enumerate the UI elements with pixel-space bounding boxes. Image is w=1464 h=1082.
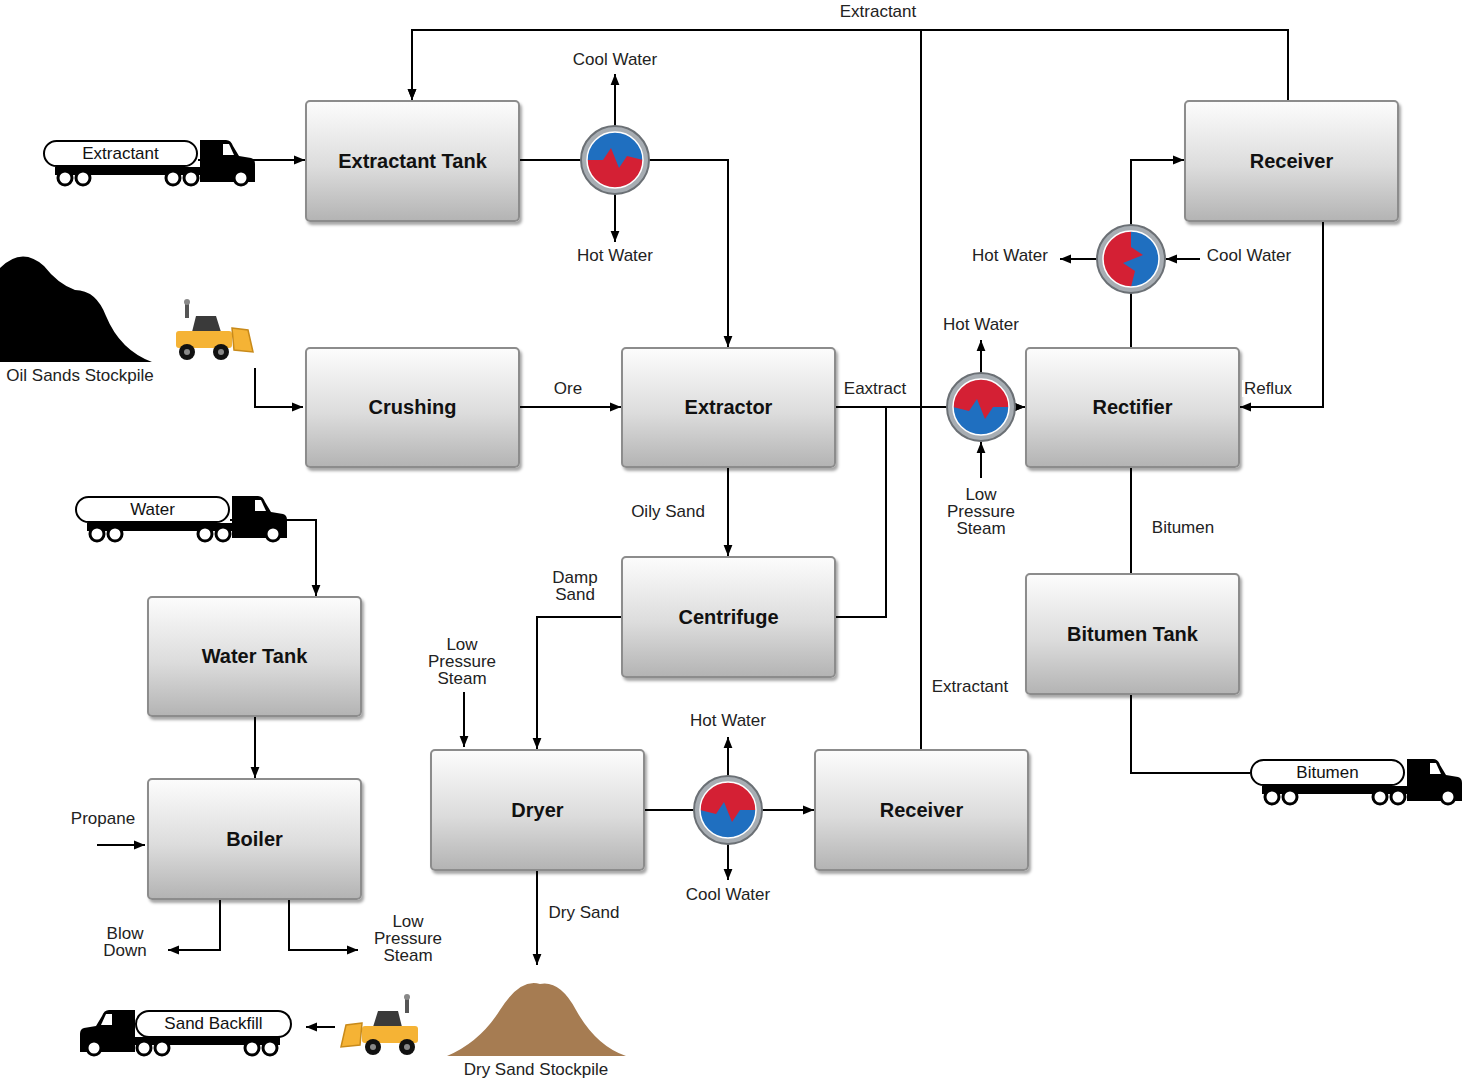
- node-text: Receiver: [880, 799, 963, 822]
- tanker-truck: [80, 1010, 280, 1055]
- process-box: Centrifuge: [621, 556, 836, 678]
- process-box: Rectifier: [1025, 347, 1240, 468]
- flow-label: Oily Sand: [629, 503, 707, 520]
- heat-exchanger: [1097, 225, 1165, 293]
- flow-label: Extractant: [838, 3, 919, 20]
- heat-exchanger: [581, 126, 649, 194]
- node-text: Centrifuge: [679, 606, 779, 629]
- stream-label: Low Pressure Steam: [367, 913, 449, 964]
- bulldozer: [341, 994, 418, 1055]
- oil-sands-pile: [0, 256, 152, 362]
- flow-label: Damp Sand: [542, 569, 608, 603]
- flow-line: [537, 617, 621, 749]
- stream-label: Hot Water: [972, 247, 1048, 264]
- process-box: Extractant Tank: [305, 100, 520, 222]
- stream-label: Dry Sand: [549, 904, 620, 921]
- flow-label: Ore: [552, 380, 584, 397]
- heat-exchanger: [694, 776, 762, 844]
- node-text: Water Tank: [202, 645, 308, 668]
- flow-line: [836, 407, 1025, 617]
- node-text: Rectifier: [1092, 396, 1172, 419]
- process-box: Dryer: [430, 749, 645, 871]
- stream-label: Low Pressure Steam: [940, 486, 1022, 537]
- flow-arrow: [168, 900, 220, 950]
- node-text: Bitumen Tank: [1067, 623, 1198, 646]
- flow-line: [1131, 695, 1250, 773]
- stream-label: Low Pressure Steam: [421, 636, 503, 687]
- stream-label: Cool Water: [573, 51, 657, 68]
- flow-label: Eaxtract: [842, 380, 908, 397]
- dry-sand-pile: [447, 983, 626, 1056]
- process-box: Receiver: [1184, 100, 1399, 222]
- flow-label: Reflux: [1242, 380, 1294, 397]
- stream-label: Dry Sand Stockpile: [464, 1061, 609, 1078]
- process-box: Water Tank: [147, 596, 362, 717]
- process-box: Boiler: [147, 778, 362, 900]
- node-text: Boiler: [226, 828, 283, 851]
- stream-label: Cool Water: [1207, 247, 1291, 264]
- stream-label: Hot Water: [577, 247, 653, 264]
- process-box: Extractor: [621, 347, 836, 468]
- flow-arrow: [1166, 258, 1200, 260]
- node-text: Receiver: [1250, 150, 1333, 173]
- node-text: Water: [130, 500, 175, 520]
- flow-arrow: [1060, 258, 1097, 260]
- node-text: Dryer: [511, 799, 563, 822]
- tanker-truck: [55, 140, 255, 185]
- flow-line: [520, 406, 621, 408]
- tanker-label: Extractant: [43, 140, 198, 167]
- flow-arrow: [97, 844, 145, 846]
- flow-label: Bitumen: [1150, 519, 1216, 536]
- stream-label: Oil Sands Stockpile: [6, 367, 153, 384]
- flow-arrow: [255, 368, 303, 407]
- process-box: Bitumen Tank: [1025, 573, 1240, 695]
- process-box: Receiver: [814, 749, 1029, 871]
- flow-arrow: [980, 442, 982, 478]
- flow-arrow: [289, 900, 358, 950]
- flow-arrow: [614, 194, 616, 242]
- stream-label: Propane: [71, 810, 135, 827]
- stream-label: Cool Water: [686, 886, 770, 903]
- node-text: Extractant: [82, 144, 159, 164]
- stream-label: Hot Water: [943, 316, 1019, 333]
- node-text: Bitumen: [1296, 763, 1358, 783]
- stream-label: Blow Down: [97, 925, 153, 959]
- flow-line: [1130, 468, 1132, 573]
- flow-line: [254, 717, 256, 778]
- flow-arrow: [980, 340, 982, 373]
- node-text: Extractant Tank: [338, 150, 487, 173]
- node-text: Extractor: [685, 396, 773, 419]
- tanker-label: Water: [75, 496, 230, 523]
- heat-exchanger: [947, 373, 1015, 441]
- flow-arrow: [306, 1026, 335, 1028]
- tanker-label: Sand Backfill: [135, 1010, 292, 1038]
- flow-arrow: [614, 74, 616, 126]
- node-text: Crushing: [369, 396, 457, 419]
- flow-arrow: [463, 692, 465, 747]
- tanker-label: Bitumen: [1250, 759, 1405, 786]
- process-box: Crushing: [305, 347, 520, 468]
- bulldozer: [176, 299, 253, 360]
- flow-line: [412, 30, 1288, 100]
- flow-label: Extractant: [930, 678, 1011, 695]
- flow-arrow: [727, 737, 729, 776]
- flow-arrow: [97, 74, 1200, 1027]
- stream-label: Hot Water: [690, 712, 766, 729]
- node-text: Sand Backfill: [164, 1014, 262, 1034]
- flow-line: [727, 468, 729, 556]
- flow-arrow: [536, 871, 538, 965]
- flow-arrow: [727, 844, 729, 880]
